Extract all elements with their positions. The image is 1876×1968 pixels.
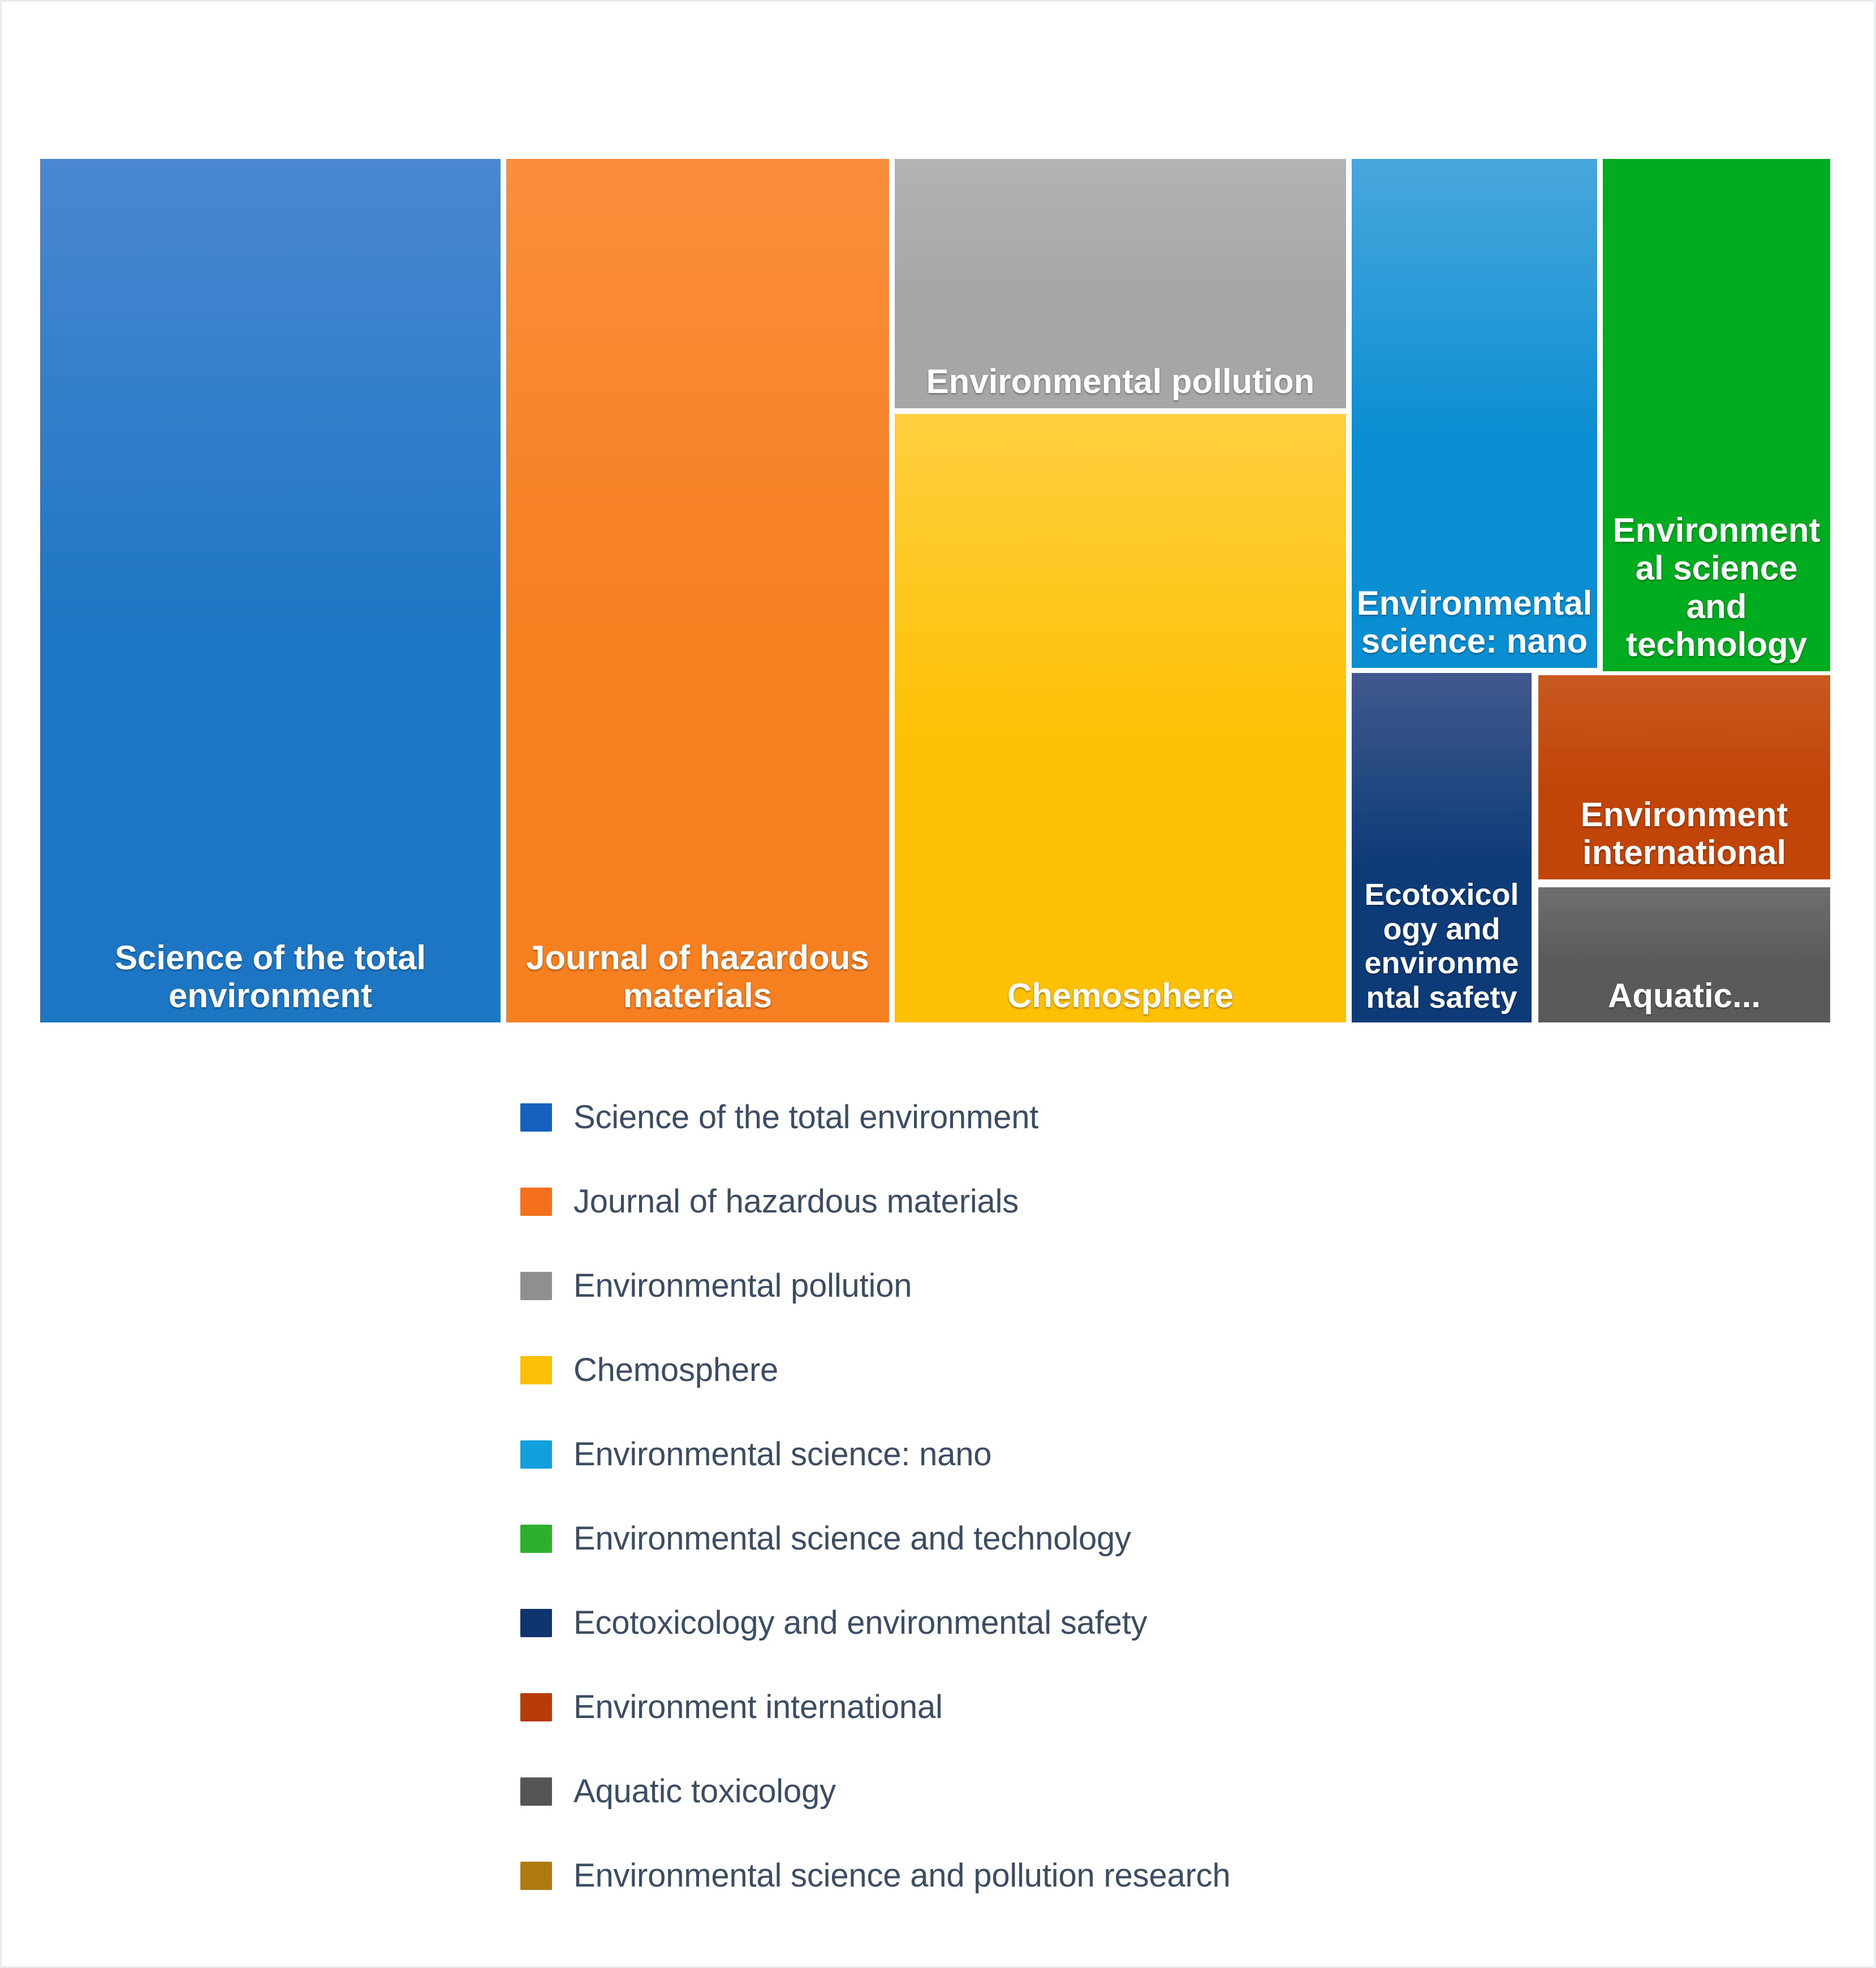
- treemap-plot-area: Science of the total environment Journal …: [40, 159, 1830, 1022]
- treemap-tile-aquatic-toxicology[interactable]: Aquatic...: [1538, 887, 1830, 1022]
- legend-swatch-icon: [520, 1524, 552, 1553]
- treemap-tile-label: Journal of hazardous materials: [525, 938, 869, 1015]
- treemap-tile-science-of-the-total-environment[interactable]: Science of the total environment: [40, 159, 501, 1022]
- legend-label: Environmental science and technology: [573, 1520, 1131, 1557]
- treemap-tile-environment-international[interactable]: Environment international: [1538, 675, 1830, 879]
- legend-label: Environment international: [573, 1689, 943, 1725]
- treemap-tile-ecotoxicology-and-environmental-safety[interactable]: Ecotoxicology and environmental safety: [1351, 673, 1532, 1022]
- legend-swatch-icon: [520, 1103, 552, 1132]
- treemap-tile-label: Environmental science and technology: [1612, 511, 1821, 663]
- legend-item[interactable]: Science of the total environment: [520, 1075, 1708, 1159]
- legend-item[interactable]: Environmental pollution: [520, 1244, 1708, 1328]
- legend-label: Environmental science: nano: [573, 1436, 992, 1473]
- legend-label: Environmental science and pollution rese…: [573, 1857, 1231, 1894]
- treemap-tile-label: Environmental pollution: [926, 362, 1315, 400]
- treemap-tile-chemosphere[interactable]: Chemosphere: [894, 413, 1346, 1022]
- legend-label: Environmental pollution: [573, 1267, 912, 1304]
- treemap-tile-label: Environment international: [1580, 795, 1788, 871]
- legend-swatch-icon: [520, 1693, 552, 1721]
- treemap-tile-label: Ecotoxicology and environmental safety: [1364, 878, 1519, 1015]
- legend-swatch-icon: [520, 1608, 552, 1637]
- legend-item[interactable]: Chemosphere: [520, 1328, 1708, 1412]
- legend-item[interactable]: Environmental science and pollution rese…: [520, 1833, 1708, 1918]
- legend-item[interactable]: Environment international: [520, 1665, 1708, 1749]
- legend-swatch-icon: [520, 1861, 552, 1890]
- treemap-tile-environmental-pollution[interactable]: Environmental pollution: [894, 159, 1346, 408]
- legend-label: Aquatic toxicology: [573, 1773, 836, 1810]
- legend-swatch-icon: [520, 1440, 552, 1469]
- treemap-tile-label: Environmental science: nano: [1356, 584, 1593, 660]
- legend-item[interactable]: Environmental science and technology: [520, 1496, 1708, 1581]
- legend-item[interactable]: Aquatic toxicology: [520, 1749, 1708, 1833]
- legend-item[interactable]: Environmental science: nano: [520, 1412, 1708, 1496]
- legend-swatch-icon: [520, 1356, 552, 1384]
- treemap-tile-label: Science of the total environment: [114, 938, 426, 1015]
- legend-label: Chemosphere: [573, 1352, 779, 1388]
- legend-item[interactable]: Journal of hazardous materials: [520, 1159, 1708, 1244]
- treemap-tile-label: Aquatic...: [1608, 976, 1761, 1015]
- treemap-tile-journal-of-hazardous-materials[interactable]: Journal of hazardous materials: [506, 159, 889, 1022]
- treemap-tile-label: Chemosphere: [1007, 976, 1234, 1015]
- legend-swatch-icon: [520, 1271, 552, 1300]
- legend-swatch-icon: [520, 1777, 552, 1806]
- legend-label: Ecotoxicology and environmental safety: [573, 1604, 1148, 1641]
- legend-label: Science of the total environment: [573, 1099, 1039, 1136]
- legend-item[interactable]: Ecotoxicology and environmental safety: [520, 1581, 1708, 1665]
- legend-swatch-icon: [520, 1187, 552, 1216]
- treemap-tile-environmental-science-nano[interactable]: Environmental science: nano: [1351, 159, 1597, 668]
- legend-label: Journal of hazardous materials: [573, 1183, 1019, 1220]
- treemap-tile-environmental-science-and-technology[interactable]: Environmental science and technology: [1603, 159, 1830, 671]
